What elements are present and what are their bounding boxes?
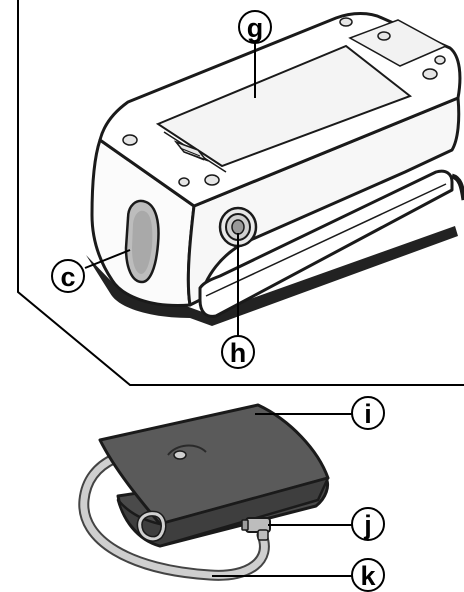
- label-plate: [348, 19, 448, 67]
- air-connector-socket: [218, 206, 258, 248]
- inset-frame: [17, 0, 464, 386]
- callout-j: j: [351, 507, 385, 541]
- callout-i-label: i: [364, 399, 372, 429]
- vent-grille: [124, 199, 160, 284]
- air-plug: [241, 517, 271, 541]
- monitor-unit: [86, 12, 464, 326]
- cuff-tray-edge: [205, 183, 447, 297]
- callout-c-label: c: [60, 262, 75, 292]
- cuff-tray: [198, 169, 454, 318]
- callout-i: i: [351, 396, 385, 430]
- battery-compartment-lid: [155, 44, 413, 168]
- callout-h: h: [221, 335, 255, 369]
- rubber-feet: [122, 17, 446, 187]
- callout-h-label: h: [230, 338, 247, 368]
- callout-c: c: [51, 259, 85, 293]
- tube-outlet: [173, 450, 187, 460]
- cuff-assembly: [78, 403, 330, 581]
- side-cable: [451, 173, 464, 201]
- battery-latch: [173, 140, 209, 162]
- callout-g: g: [238, 10, 272, 44]
- monitor-side-face: [186, 96, 461, 307]
- callout-c-leader: [84, 249, 131, 269]
- cuff-d-ring: [136, 510, 167, 542]
- cuff-seam: [167, 444, 207, 456]
- callout-g-label: g: [247, 13, 264, 43]
- callout-k: k: [351, 558, 385, 592]
- callout-j-label: j: [363, 510, 372, 540]
- callout-k-label: k: [360, 561, 376, 591]
